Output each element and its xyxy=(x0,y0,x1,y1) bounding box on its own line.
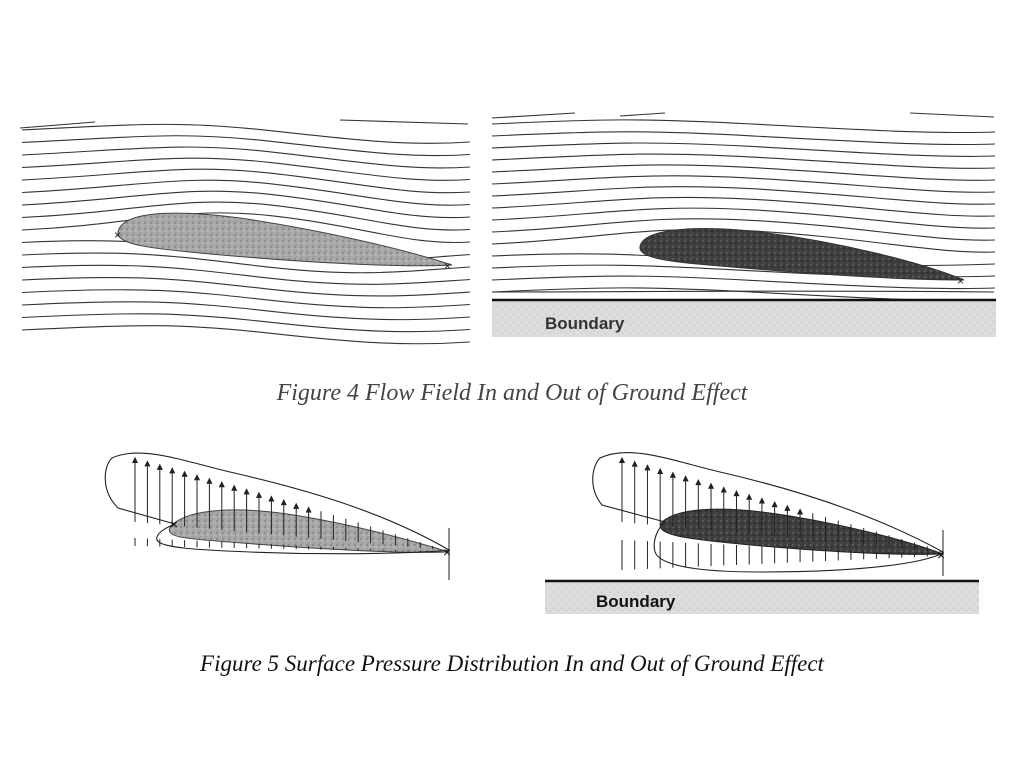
figure-4-caption: Figure 4 Flow Field In and Out of Ground… xyxy=(276,380,748,406)
streamline xyxy=(491,186,996,205)
streamline xyxy=(21,135,471,157)
boundary-label-figure-5: Boundary xyxy=(596,592,676,611)
streamline xyxy=(491,287,996,302)
streamlines-out-of-ground-effect xyxy=(19,119,471,345)
streamline xyxy=(491,175,996,193)
streamline xyxy=(491,153,996,169)
streamline xyxy=(21,313,471,333)
airfoil-in-ground-effect xyxy=(639,228,965,281)
streamline xyxy=(21,264,471,285)
streamline xyxy=(21,201,471,231)
airfoil-out-of-ground-effect xyxy=(117,212,453,267)
stagnation-mark-left-trailing: × xyxy=(444,259,451,273)
streamline xyxy=(491,196,996,217)
streamline xyxy=(21,252,471,274)
pressure-distribution-out-of-ground-effect: × × xyxy=(104,452,451,580)
pressure-envelope-left xyxy=(104,452,451,555)
boundary-label-figure-4: Boundary xyxy=(545,314,625,333)
figure-5-pressure-distribution: × × Boundary × xyxy=(104,452,979,614)
trailing-mark-fig5-left: × xyxy=(443,544,451,560)
streamline xyxy=(491,119,996,134)
streamline xyxy=(21,276,471,297)
pressure-vectors-right xyxy=(619,456,941,570)
streamline xyxy=(21,146,471,169)
streamline xyxy=(21,325,471,345)
pressure-envelope-right xyxy=(592,452,944,573)
pressure-distribution-in-ground-effect: Boundary × xyxy=(545,452,979,614)
streamline xyxy=(491,131,996,146)
pressure-vectors-left xyxy=(132,456,446,552)
ground-boundary-figure-5 xyxy=(545,582,979,614)
streamline xyxy=(491,218,996,241)
streamline xyxy=(491,275,996,290)
streamline xyxy=(491,164,996,181)
figure-5-caption: Figure 5 Surface Pressure Distribution I… xyxy=(200,651,824,676)
streamline xyxy=(21,190,471,219)
streamline xyxy=(21,168,471,194)
stagnation-mark-right-trailing: × xyxy=(957,274,964,288)
streamline xyxy=(21,157,471,181)
streamline xyxy=(21,289,471,309)
figure-4-flow-fields: × × Boundary × xyxy=(19,112,996,345)
airfoil-figure-5-left xyxy=(169,509,450,553)
streamline xyxy=(21,123,471,144)
streamline xyxy=(21,212,471,244)
streamline xyxy=(21,179,471,206)
trailing-mark-fig5-right: × xyxy=(937,547,945,563)
streamline xyxy=(21,301,471,321)
streamline xyxy=(491,207,996,229)
stagnation-mark-fig5-left: × xyxy=(170,516,178,532)
stagnation-mark-left-leading: × xyxy=(114,228,121,242)
airfoil-figure-5-right xyxy=(659,508,944,555)
ground-boundary-figure-4 xyxy=(492,301,996,337)
streamline xyxy=(491,142,996,157)
